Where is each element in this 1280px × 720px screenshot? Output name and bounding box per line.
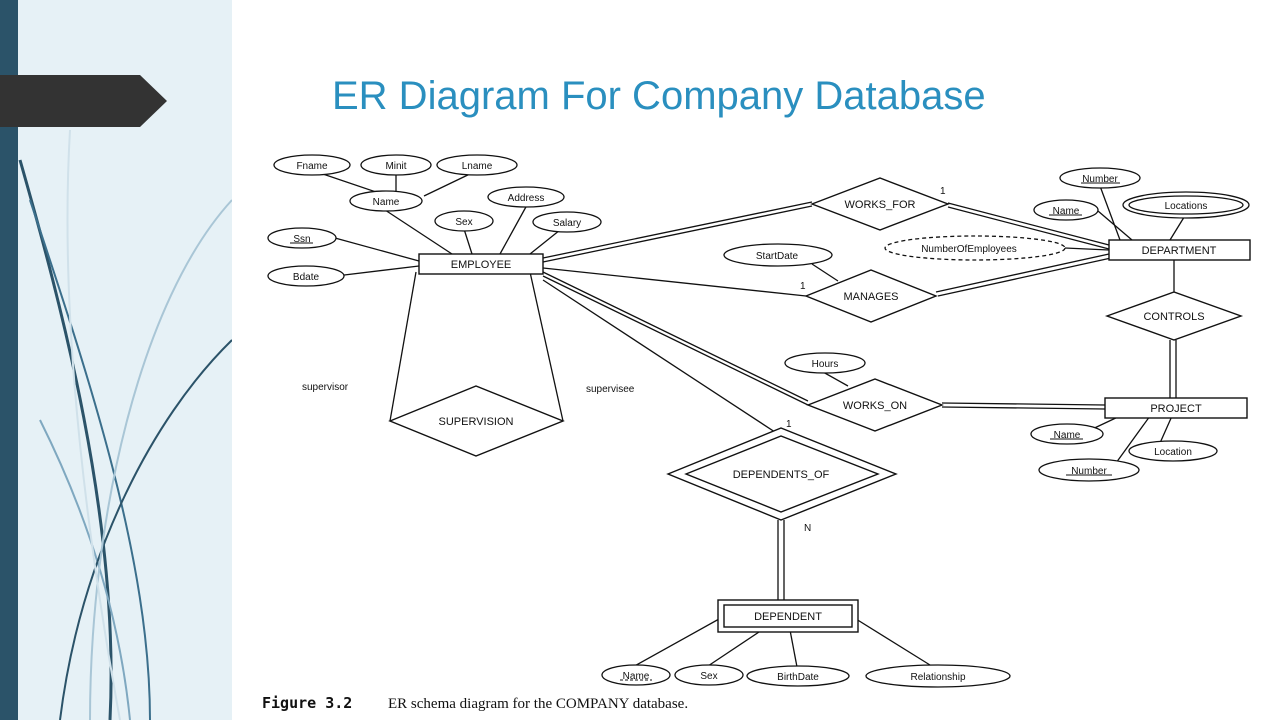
attr-proj-location-label: Location: [1154, 447, 1192, 458]
rel-supervision-label: SUPERVISION: [439, 416, 514, 428]
decorative-curve: [66, 129, 121, 720]
entity-dependent-inner: [723, 604, 853, 628]
rel-supervision: [388, 385, 565, 457]
cardinality-works-for: 1: [940, 186, 946, 197]
attr-number-of-employees-ellipse: [884, 235, 1066, 261]
figure-caption-text: ER schema diagram for the COMPANY databa…: [388, 696, 689, 712]
rel-works-on: [806, 378, 944, 432]
left-sidebar-bar: [0, 0, 18, 720]
er-diagram: Fname Minit Lname Name Sex Address Salar…: [267, 154, 1251, 688]
title-tab: [0, 75, 167, 127]
er-diagram-figure: Fname Minit Lname Name Sex Address Salar…: [232, 130, 1268, 720]
attr-proj-name-label: Name: [1054, 430, 1081, 441]
attr-proj-number-label: Number: [1071, 466, 1107, 477]
figure-caption-number: Figure 3.2: [262, 694, 353, 712]
attr-birthdate-ellipse: [746, 665, 850, 687]
attr-bdate-ellipse: [267, 265, 345, 287]
attr-dept-number-label: Number: [1082, 174, 1118, 185]
attr-bdate-label: Bdate: [293, 272, 320, 283]
role-supervisor-label: supervisor: [302, 382, 349, 393]
entity-employee-label: EMPLOYEE: [451, 259, 512, 271]
entity-project-label: PROJECT: [1150, 403, 1202, 415]
attr-address-label: Address: [508, 193, 545, 204]
attr-dep-sex-label: Sex: [700, 671, 717, 682]
rel-manages: [804, 269, 938, 323]
attr-locations-ellipse-inner: [1128, 195, 1244, 215]
cardinality-dependents-of-n: N: [804, 523, 811, 534]
attr-dept-name-label: Name: [1053, 206, 1080, 217]
attr-fname-ellipse: [273, 154, 351, 176]
role-supervisee-label: supervisee: [586, 384, 635, 395]
rel-dependents-of-inner: [684, 435, 880, 513]
attr-lname-label: Lname: [462, 161, 493, 172]
attr-sex-label: Sex: [455, 217, 472, 228]
attr-salary-ellipse: [532, 211, 602, 233]
attr-name-label: Name: [373, 197, 400, 208]
attr-proj-name-ellipse: [1030, 423, 1104, 445]
attr-dep-name-ellipse: [601, 664, 671, 686]
attr-address-ellipse: [487, 186, 565, 208]
decorative-curve: [29, 199, 151, 720]
rel-controls: [1104, 291, 1244, 341]
attr-number-of-employees-label: NumberOfEmployees: [921, 244, 1017, 255]
entity-dependent-label: DEPENDENT: [754, 611, 822, 623]
rel-controls-label: CONTROLS: [1143, 311, 1204, 323]
attr-locations-label: Locations: [1165, 201, 1208, 212]
attr-minit-label: Minit: [385, 161, 406, 172]
attr-sex-ellipse: [434, 210, 494, 232]
attr-fname-label: Fname: [296, 161, 328, 172]
attr-name-ellipse: [349, 190, 423, 212]
attr-dep-sex-ellipse: [674, 664, 744, 686]
rel-dependents-of-label: DEPENDENTS_OF: [733, 469, 830, 481]
rel-works-for-label: WORKS_FOR: [845, 199, 916, 211]
entity-employee: [418, 253, 544, 275]
attr-salary-label: Salary: [553, 218, 581, 229]
attr-proj-number-ellipse: [1038, 458, 1140, 482]
entity-department-label: DEPARTMENT: [1142, 245, 1217, 257]
cardinality-dependents-of-1: 1: [786, 419, 792, 430]
attr-proj-location-ellipse: [1128, 440, 1218, 462]
slide-title: ER Diagram For Company Database: [332, 74, 986, 118]
attr-lname-ellipse: [436, 154, 518, 176]
rel-manages-label: MANAGES: [843, 291, 898, 303]
attr-relationship-label: Relationship: [910, 672, 965, 683]
attr-startdate-ellipse: [723, 243, 833, 267]
attr-dep-name-label: Name: [623, 671, 650, 682]
attr-hours-ellipse: [784, 352, 866, 374]
attr-hours-label: Hours: [812, 359, 839, 370]
attr-birthdate-label: BirthDate: [777, 672, 819, 683]
decorative-curve: [89, 199, 233, 720]
rel-works-for: [810, 177, 950, 231]
entity-project: [1104, 397, 1248, 419]
attr-ssn-label: Ssn: [293, 234, 310, 245]
cardinality-manages: 1: [800, 281, 806, 292]
rel-works-on-label: WORKS_ON: [843, 400, 907, 412]
attr-relationship-ellipse: [865, 664, 1011, 688]
attr-startdate-label: StartDate: [756, 251, 799, 262]
decorative-curve: [59, 339, 233, 720]
entity-department: [1108, 239, 1251, 261]
attr-ssn-ellipse: [267, 227, 337, 249]
attr-minit-ellipse: [360, 154, 432, 176]
